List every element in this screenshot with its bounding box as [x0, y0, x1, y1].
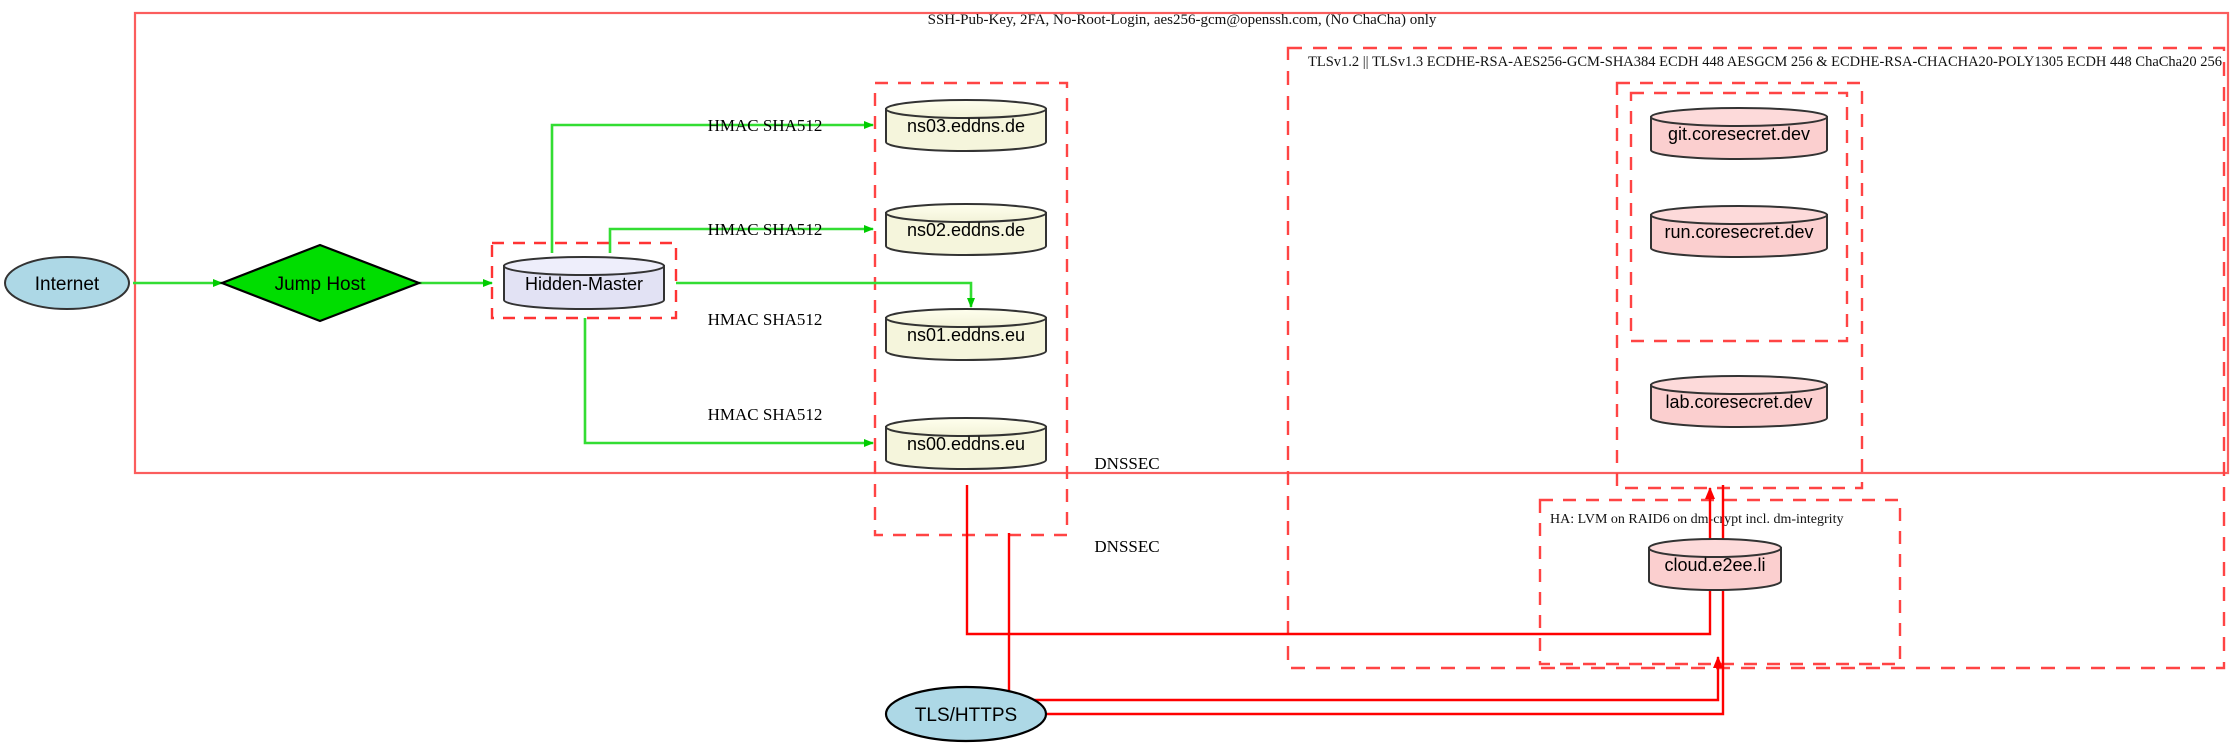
node-jump-host[interactable]: Jump Host	[218, 243, 423, 323]
node-git-coresecret[interactable]: git.coresecret.dev	[1650, 107, 1828, 160]
node-ns03-label: ns03.eddns.de	[907, 116, 1025, 136]
node-hidden-master[interactable]: Hidden-Master	[503, 256, 665, 310]
node-ns00-label: ns00.eddns.eu	[907, 434, 1025, 454]
ssh-policy-label: SSH-Pub-Key, 2FA, No-Root-Login, aes256-…	[928, 12, 1437, 28]
node-ns02-label: ns02.eddns.de	[907, 220, 1025, 240]
edge-hiddenmaster-ns00	[583, 318, 874, 447]
ha-storage-label: HA: LVM on RAID6 on dm-crypt incl. dm-in…	[1550, 512, 1843, 527]
node-cloud-e2ee-label: cloud.e2ee.li	[1664, 555, 1765, 575]
node-cloud-e2ee[interactable]: cloud.e2ee.li	[1648, 538, 1782, 591]
edge-label-dnssec-upper: DNSSEC	[1094, 454, 1159, 473]
node-internet-label: Internet	[35, 274, 100, 295]
node-ns02[interactable]: ns02.eddns.de	[885, 203, 1047, 256]
node-jump-host-label: Jump Host	[275, 274, 367, 295]
coresecret-container	[1615, 81, 1864, 490]
ssh-policy-container	[133, 11, 2230, 475]
node-hidden-master-label: Hidden-Master	[525, 274, 643, 294]
node-ns00[interactable]: ns00.eddns.eu	[885, 417, 1047, 470]
edge-dnssec-upper	[965, 485, 1715, 636]
edge-label-hmac-ns03: HMAC SHA512	[708, 116, 823, 135]
node-lab-coresecret[interactable]: lab.coresecret.dev	[1650, 375, 1828, 428]
node-lab-coresecret-label: lab.coresecret.dev	[1665, 392, 1812, 412]
dns-zone-container	[873, 81, 1069, 537]
node-ns01-label: ns01.eddns.eu	[907, 325, 1025, 345]
edge-hiddenmaster-ns02	[608, 225, 874, 253]
hidden-master-container	[490, 241, 678, 320]
edge-label-dnssec-lower: DNSSEC	[1094, 537, 1159, 556]
tls-policy-label: TLSv1.2 || TLSv1.3 ECDHE-RSA-AES256-GCM-…	[1308, 54, 2222, 70]
node-tls-https[interactable]: TLS/HTTPS	[884, 685, 1048, 743]
node-ns03[interactable]: ns03.eddns.de	[885, 99, 1047, 152]
edge-dnssec-lower	[1007, 533, 1723, 702]
node-internet[interactable]: Internet	[4, 256, 130, 310]
ha-storage-container	[1538, 498, 1902, 666]
node-git-coresecret-label: git.coresecret.dev	[1668, 124, 1810, 144]
edge-label-hmac-ns02: HMAC SHA512	[708, 220, 823, 239]
edge-label-hmac-ns00: HMAC SHA512	[708, 405, 823, 424]
node-ns01[interactable]: ns01.eddns.eu	[885, 308, 1047, 361]
edge-label-hmac-ns01: HMAC SHA512	[708, 310, 823, 329]
edge-hiddenmaster-ns01	[676, 281, 975, 308]
tls-policy-container	[1286, 46, 2226, 670]
node-run-coresecret[interactable]: run.coresecret.dev	[1650, 205, 1828, 258]
edge-hiddenmaster-ns03	[550, 121, 874, 253]
node-tls-https-label: TLS/HTTPS	[915, 705, 1017, 726]
node-run-coresecret-label: run.coresecret.dev	[1664, 222, 1813, 242]
